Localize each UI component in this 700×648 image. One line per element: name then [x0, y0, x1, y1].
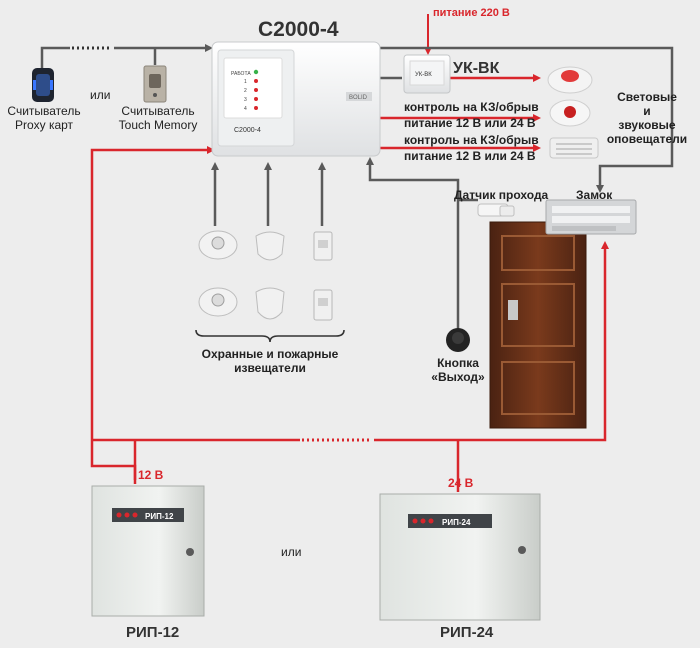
motion-detector-1: [255, 231, 285, 261]
detectors-line2: извещатели: [234, 361, 306, 375]
controller-c2000-4: РАБОТА 1 2 3 4 С2000-4 BOLID: [211, 41, 381, 157]
controller-zone-3: 3: [244, 97, 247, 103]
uk-vk-unit: УК-ВК: [403, 54, 451, 94]
door: [489, 221, 587, 429]
sounder-top: [547, 66, 593, 94]
magnetic-contact-1: [313, 231, 333, 261]
output1-line2: питание 12 В или 24 В: [404, 116, 536, 130]
proxy-reader-line1: Считыватель: [7, 104, 81, 118]
uk-vk-title: УК-ВК: [453, 60, 500, 77]
lock-control-wire: [380, 46, 674, 193]
or-label-bottom: или: [281, 545, 302, 559]
psu24-panel-label: РИП-24: [442, 518, 471, 527]
output1-label: контроль на КЗ/обрыв питание 12 В или 24…: [404, 100, 539, 130]
annunciators-line2: и: [643, 104, 651, 118]
pass-sensor-device: [477, 203, 515, 217]
output2-label: контроль на КЗ/обрыв питание 12 В или 24…: [404, 133, 539, 163]
exit-button-device: [446, 328, 470, 352]
pass-sensor-label: Датчик прохода: [454, 188, 549, 202]
uk-vk-face-label: УК-ВК: [415, 72, 432, 78]
annunciators-line1: Световые: [617, 90, 677, 104]
touch-memory-label: Считыватель Touch Memory: [110, 104, 206, 132]
psu12-panel-label: РИП-12: [145, 512, 174, 521]
touch-memory-device: [143, 65, 167, 103]
reader-wire: [40, 46, 70, 68]
mains-power-label: питание 220 В: [433, 7, 510, 19]
detectors-brace: [195, 329, 345, 343]
smoke-detector-1: [198, 230, 238, 260]
controller-zone-4: 4: [244, 106, 247, 112]
motion-detector-2: [255, 287, 285, 320]
psu24-cabinet: РИП-24: [379, 493, 541, 621]
annunciators-line3: звуковые: [618, 118, 676, 132]
lock-label: Замок: [576, 188, 613, 202]
proxy-reader-device: [32, 68, 54, 102]
controller-panel-label: С2000-4: [234, 127, 261, 134]
controller-status-title: РАБОТА: [231, 71, 251, 77]
power-loop-right: [374, 241, 609, 442]
electromagnetic-lock: [545, 199, 637, 235]
touch-memory-line1: Считыватель: [121, 104, 195, 118]
detectors-line1: Охранные и пожарные: [201, 347, 339, 361]
psu12-voltage: 12 В: [138, 468, 164, 482]
controller-brand: BOLID: [349, 95, 368, 101]
detectors-label: Охранные и пожарные извещатели: [186, 347, 354, 375]
annunciators-label: Световые и звуковые оповещатели: [604, 90, 690, 146]
sounder-middle: [549, 99, 591, 127]
output1-line1: контроль на КЗ/обрыв: [404, 100, 539, 114]
controller-zone-1: 1: [244, 79, 247, 85]
magnetic-contact-2: [313, 289, 333, 321]
controller-zone-2: 2: [244, 88, 247, 94]
output2-line2: питание 12 В или 24 В: [404, 149, 536, 163]
controller-title: С2000-4: [258, 18, 339, 41]
exit-button-line1: Кнопка: [437, 356, 479, 370]
psu24-voltage: 24 В: [448, 476, 474, 490]
sounder-bottom: [549, 137, 599, 159]
annunciators-line4: оповещатели: [606, 132, 688, 146]
proxy-reader-label: Считыватель Proxy карт: [2, 104, 86, 132]
power-loop-wire: [90, 146, 215, 480]
exit-button-line2: «Выход»: [431, 370, 485, 384]
psu12-cabinet: РИП-12: [91, 485, 205, 617]
exit-button-label: Кнопка «Выход»: [416, 356, 500, 384]
or-label-top: или: [90, 88, 111, 102]
smoke-detector-2: [198, 287, 238, 317]
wires: [40, 14, 674, 492]
psu24-title: РИП-24: [440, 624, 494, 641]
psu12-title: РИП-12: [126, 624, 180, 641]
touch-memory-line2: Touch Memory: [118, 118, 198, 132]
proxy-reader-line2: Proxy карт: [14, 118, 74, 132]
sensor-bus-wire: [366, 157, 460, 330]
output2-line1: контроль на КЗ/обрыв: [404, 133, 539, 147]
